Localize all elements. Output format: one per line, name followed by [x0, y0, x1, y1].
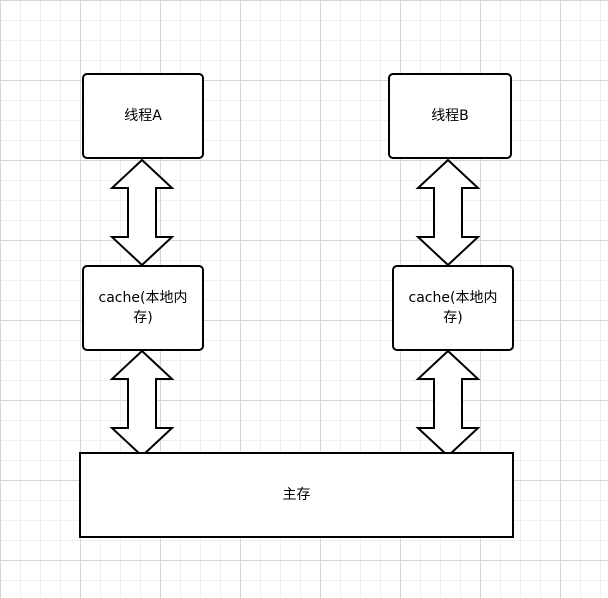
double-arrow-cache-b-main-memory — [415, 349, 481, 458]
main-memory-label: 主存 — [282, 487, 311, 503]
double-arrow-cache-a-main-memory — [109, 349, 175, 458]
cache-a-box[interactable]: cache(本地内存) — [82, 265, 204, 351]
double-arrow-thread-b-cache-b — [415, 158, 481, 267]
thread-b-label: 线程B — [431, 108, 469, 124]
main-memory-box[interactable]: 主存 — [79, 452, 514, 538]
thread-b-box[interactable]: 线程B — [388, 73, 512, 159]
thread-a-box[interactable]: 线程A — [82, 73, 204, 159]
double-arrow-thread-a-cache-a — [109, 158, 175, 267]
cache-b-box[interactable]: cache(本地内存) — [392, 265, 514, 351]
cache-b-label: cache(本地内存) — [408, 290, 498, 326]
thread-a-label: 线程A — [124, 108, 162, 124]
cache-a-label: cache(本地内存) — [98, 290, 188, 326]
